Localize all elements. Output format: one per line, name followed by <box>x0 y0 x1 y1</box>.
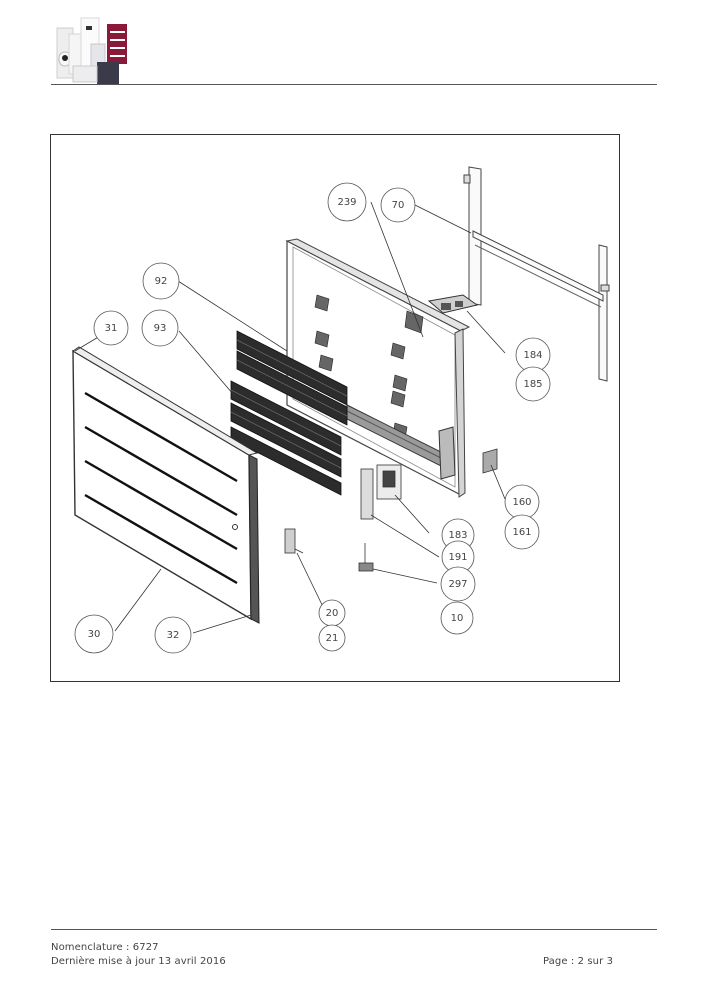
callout-297: 297 <box>448 579 467 590</box>
heating-fins <box>230 330 348 496</box>
rear-chassis <box>285 238 479 498</box>
callout-32: 32 <box>167 630 180 641</box>
callout-191: 191 <box>448 552 467 563</box>
callout-10: 10 <box>451 613 464 624</box>
last-update-date: Dernière mise à jour 13 avril 2016 <box>51 956 226 967</box>
nomenclature-number: Nomenclature : 6727 <box>51 942 159 953</box>
callout-184: 184 <box>523 350 542 361</box>
front-panel <box>72 346 260 624</box>
callout-239: 239 <box>337 197 356 208</box>
header-rule <box>51 84 657 85</box>
footer-rule <box>51 929 657 930</box>
callout-161: 161 <box>512 527 531 538</box>
page-indicator: Page : 2 sur 3 <box>543 956 614 967</box>
callout-160: 160 <box>512 497 531 508</box>
callout-21: 21 <box>326 633 339 644</box>
callout-70: 70 <box>392 200 405 211</box>
callout-31: 31 <box>105 323 118 334</box>
callout-93: 93 <box>154 323 167 334</box>
callout-185: 185 <box>523 379 542 390</box>
callout-183: 183 <box>448 530 467 541</box>
callout-92: 92 <box>155 276 168 287</box>
callout-balloons <box>74 182 551 654</box>
brand-logo <box>55 14 141 84</box>
exploded-parts-diagram: 239 70 92 31 93 184 185 160 161 183 191 … <box>50 134 620 682</box>
exploded-view-drawing: 239 70 92 31 93 184 185 160 161 183 191 … <box>72 166 610 654</box>
callout-20: 20 <box>326 608 339 619</box>
callout-30: 30 <box>88 629 101 640</box>
small-parts <box>284 448 498 572</box>
radiator-products-logo-icon <box>56 17 127 84</box>
leader-lines <box>74 201 506 634</box>
wall-bracket <box>463 166 610 382</box>
